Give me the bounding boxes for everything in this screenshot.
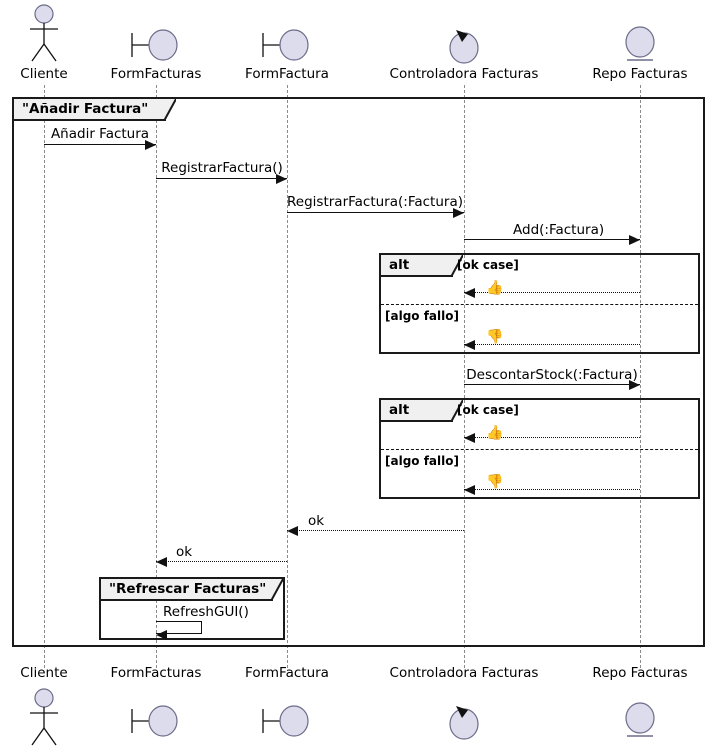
frame-refrescar-facturas-tab: "Refrescar Facturas" [101,579,273,601]
alt-alt-stock-tab: alt [381,400,453,422]
message-line-m2 [156,178,287,179]
message-arrowhead-m5 [464,288,475,298]
alt-fragment-alt-add: alt [379,253,700,354]
alt-divider-alt-stock [381,449,698,450]
participant-icon-bottom-4 [622,702,658,744]
boundary-icon [129,705,183,742]
participant-label-top-1: FormFacturas [110,66,202,82]
message-label-m1: Añadir Factura [50,126,150,142]
message-line-m10 [287,530,464,531]
alt-fragment-alt-stock: alt [379,398,700,499]
self-message-sm1 [156,621,202,634]
participant-label-bottom-4: Repo Facturas [592,665,688,681]
alt-alt-stock-tab-notch-icon [451,400,463,422]
lifeline-formfactura [287,85,288,668]
alt-guard-alt-add-1: [algo fallo] [385,309,459,323]
message-line-m11 [156,561,287,562]
lifeline-repo-facturas [640,85,641,668]
message-label-m2: RegistrarFactura() [161,160,283,176]
message-line-m3 [287,212,464,213]
participant-icon-bottom-3 [446,702,482,744]
entity-icon [622,26,658,68]
lifeline-controladora-facturas [464,85,465,668]
participant-label-bottom-1: FormFacturas [110,665,202,681]
thumbs-down-icon: 👎 [486,474,504,490]
alt-alt-add-operator: alt [389,257,410,273]
alt-divider-alt-add [381,304,698,305]
participant-label-bottom-3: Controladora Facturas [389,665,539,681]
lifeline-cliente [44,85,45,668]
message-label-m3: RegistrarFactura(:Factura) [287,194,463,210]
frame-refrescar-facturas: "Refrescar Facturas" [99,577,285,640]
actor-stick-figure-icon [26,4,62,66]
message-arrowhead-m2 [276,174,287,184]
message-arrowhead-m6 [464,340,475,350]
boundary-icon [260,29,314,66]
alt-guard-alt-add-0: [ok case] [457,258,519,272]
message-label-m11: ok [176,544,193,560]
message-label-m7: DescontarStock(:Factura) [466,367,638,383]
message-arrowhead-m4 [629,235,640,245]
message-line-m8 [464,437,640,438]
participant-icon-bottom-2 [260,704,314,742]
participant-icon-top-1 [129,28,183,66]
alt-alt-add-tab: alt [381,255,453,277]
alt-guard-alt-stock-1: [algo fallo] [385,454,459,468]
message-label-m4: Add(:Factura) [513,222,605,238]
message-label-m10: ok [308,513,325,529]
participant-icon-top-3 [446,26,482,68]
participant-icon-top-2 [260,28,314,66]
message-line-m9 [464,489,640,490]
control-icon [446,706,482,744]
message-arrowhead-m7 [629,380,640,390]
participant-label-top-3: Controladora Facturas [389,66,539,82]
participant-icon-top-4 [622,26,658,68]
boundary-icon [260,705,314,742]
frame-anadir-factura-operator: "Añadir Factura" [22,101,149,117]
participant-label-bottom-2: FormFactura [245,665,329,681]
frame-refrescar-facturas-tab-notch-icon [271,579,283,601]
message-arrowhead-m10 [287,526,298,536]
actor-stick-figure-icon [26,688,62,748]
boundary-icon [129,29,183,66]
lifeline-formfacturas [156,85,157,668]
participant-label-bottom-0: Cliente [20,665,68,681]
message-line-m4 [464,239,640,240]
alt-alt-add-tab-notch-icon [451,255,463,277]
message-line-m7 [464,384,640,385]
control-icon [446,30,482,68]
participant-label-top-0: Cliente [20,66,68,82]
participant-icon-bottom-1 [129,704,183,742]
message-arrowhead-m1 [145,140,156,150]
self-message-arrowhead-sm1 [156,630,167,640]
frame-refrescar-facturas-operator: "Refrescar Facturas" [109,581,267,597]
participant-label-top-2: FormFactura [245,66,329,82]
entity-icon [622,702,658,744]
message-arrowhead-m11 [156,557,167,567]
frame-anadir-factura-tab: "Añadir Factura" [14,99,166,121]
alt-guard-alt-stock-0: [ok case] [457,403,519,417]
alt-alt-stock-operator: alt [389,402,410,418]
participant-icon-top-0 [26,4,62,66]
thumbs-up-icon: 👍 [486,425,504,441]
message-arrowhead-m3 [453,208,464,218]
self-message-label-sm1: RefreshGUI() [163,604,249,620]
participant-icon-bottom-0 [26,688,62,748]
frame-anadir-factura-tab-notch-icon [164,99,176,121]
message-arrowhead-m9 [464,485,475,495]
thumbs-down-icon: 👎 [486,329,504,345]
message-line-m1 [44,144,156,145]
participant-label-top-4: Repo Facturas [592,66,688,82]
message-line-m6 [464,344,640,345]
frame-anadir-factura: "Añadir Factura" [12,97,705,647]
message-line-m5 [464,292,640,293]
thumbs-up-icon: 👍 [486,280,504,296]
message-arrowhead-m8 [464,433,475,443]
